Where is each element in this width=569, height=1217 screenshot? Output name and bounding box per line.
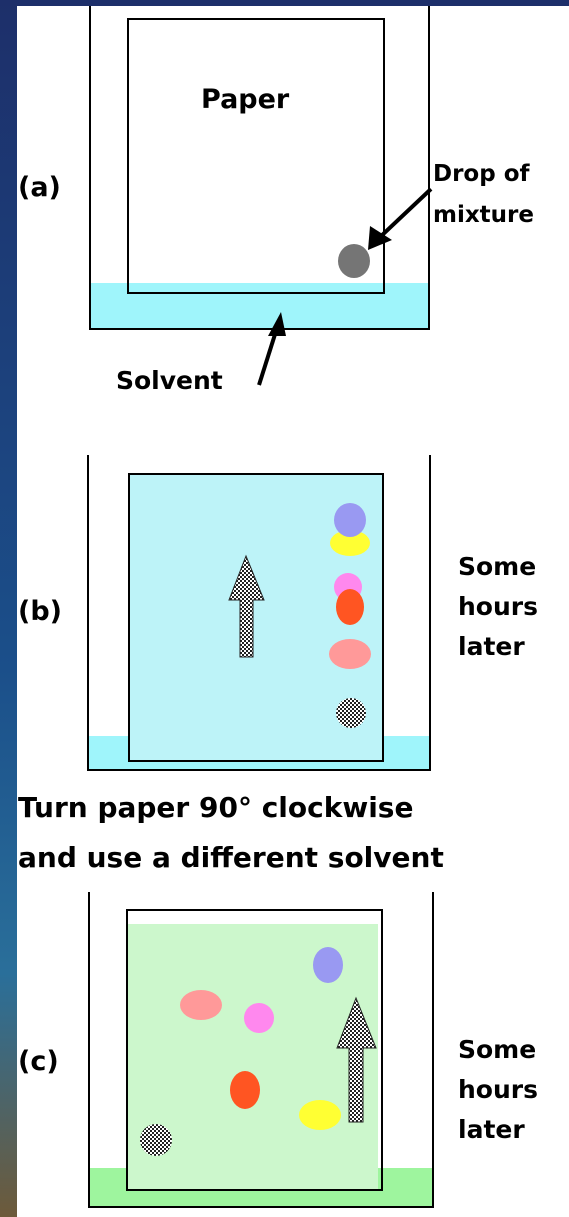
drop-pointer-arrow-shaft xyxy=(376,187,433,241)
spot-red xyxy=(336,589,364,625)
slide-top-edge xyxy=(0,0,569,6)
panel-c: (c) Some hours later xyxy=(18,892,538,1208)
panel-b-note-line2: hours xyxy=(458,592,538,621)
spot-yellow xyxy=(330,530,370,556)
spot-red xyxy=(230,1071,260,1109)
solvent-flow-arrow-c xyxy=(336,996,377,1123)
drop-label-line1: Drop of xyxy=(433,161,531,187)
panel-c-note-line2: hours xyxy=(458,1075,538,1104)
panel-b-letter: (b) xyxy=(18,596,62,627)
spot-origin xyxy=(140,1124,172,1156)
solvent-label: Solvent xyxy=(116,366,223,395)
panel-c-note-line3: later xyxy=(458,1115,525,1144)
spot-yellow xyxy=(299,1100,341,1130)
panel-a-letter: (a) xyxy=(18,172,61,203)
panel-b-note-line1: Some xyxy=(458,552,536,581)
spot-blue xyxy=(313,947,343,983)
paper-c xyxy=(126,909,383,1191)
spot-origin xyxy=(336,698,366,728)
solvent-a xyxy=(91,283,428,328)
mixture-drop xyxy=(338,244,370,278)
panel-a: Paper (a) Drop of mixture Solvent xyxy=(18,6,534,395)
drop-label-line2: mixture xyxy=(433,202,534,228)
spot-pink xyxy=(244,1003,274,1033)
paper-label: Paper xyxy=(201,84,290,115)
paper-a xyxy=(127,18,385,294)
instruction-line2: and use a different solvent xyxy=(18,841,444,874)
solvent-pointer-arrowhead xyxy=(268,312,286,336)
solvent-flow-arrow-b xyxy=(228,554,265,658)
instruction-line1: Turn paper 90° clockwise xyxy=(18,791,413,824)
panel-c-letter: (c) xyxy=(18,1046,59,1077)
slide-left-edge xyxy=(0,0,17,1217)
solvent-pointer-arrow-shaft xyxy=(257,327,279,386)
drop-pointer-arrowhead xyxy=(368,226,392,250)
spot-blue xyxy=(334,503,366,537)
spot-salmon xyxy=(180,990,222,1020)
spot-salmon xyxy=(329,639,371,669)
panel-b-note-line3: later xyxy=(458,632,525,661)
panel-b: (b) Some hours later xyxy=(18,455,538,771)
panel-c-note-line1: Some xyxy=(458,1035,536,1064)
